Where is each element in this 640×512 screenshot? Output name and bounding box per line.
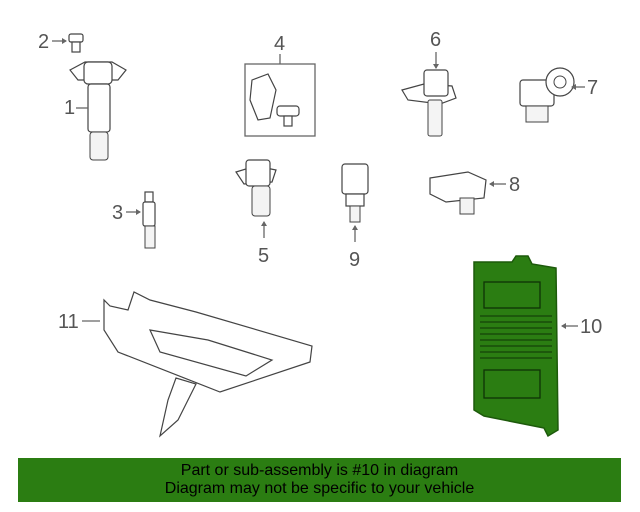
callout-10: 10 xyxy=(580,316,602,338)
callout-9: 9 xyxy=(349,249,360,271)
part-11-bracket xyxy=(103,291,313,438)
part-9-temp-sensor xyxy=(341,163,369,223)
part-4-sensor-kit xyxy=(244,63,316,137)
callout-8: 8 xyxy=(509,174,520,196)
parts-diagram: 2 1 3 4 6 7 xyxy=(38,29,602,438)
callout-5: 5 xyxy=(258,245,269,267)
part-10-ecm[interactable] xyxy=(473,255,559,438)
callout-2: 2 xyxy=(38,31,49,53)
part-5-crank-sensor xyxy=(235,159,277,217)
part-info-banner: Part or sub-assembly is #10 in diagram D… xyxy=(18,458,621,502)
banner-line-1: Part or sub-assembly is #10 in diagram xyxy=(180,462,459,479)
callout-6: 6 xyxy=(430,29,441,51)
callout-7: 7 xyxy=(587,77,598,99)
part-6-cam-sensor xyxy=(401,69,457,137)
part-1-ignition-coil xyxy=(69,61,127,161)
banner-line-2: Diagram may not be specific to your vehi… xyxy=(164,480,475,497)
part-3-spark-plug xyxy=(142,191,156,249)
callout-1: 1 xyxy=(64,97,75,119)
part-2-bolt xyxy=(68,33,84,53)
part-8-map-sensor xyxy=(429,171,487,215)
callout-11: 11 xyxy=(58,311,79,333)
callout-4: 4 xyxy=(274,33,285,55)
part-7-knock-sensor xyxy=(519,67,575,123)
callout-3: 3 xyxy=(112,202,123,224)
